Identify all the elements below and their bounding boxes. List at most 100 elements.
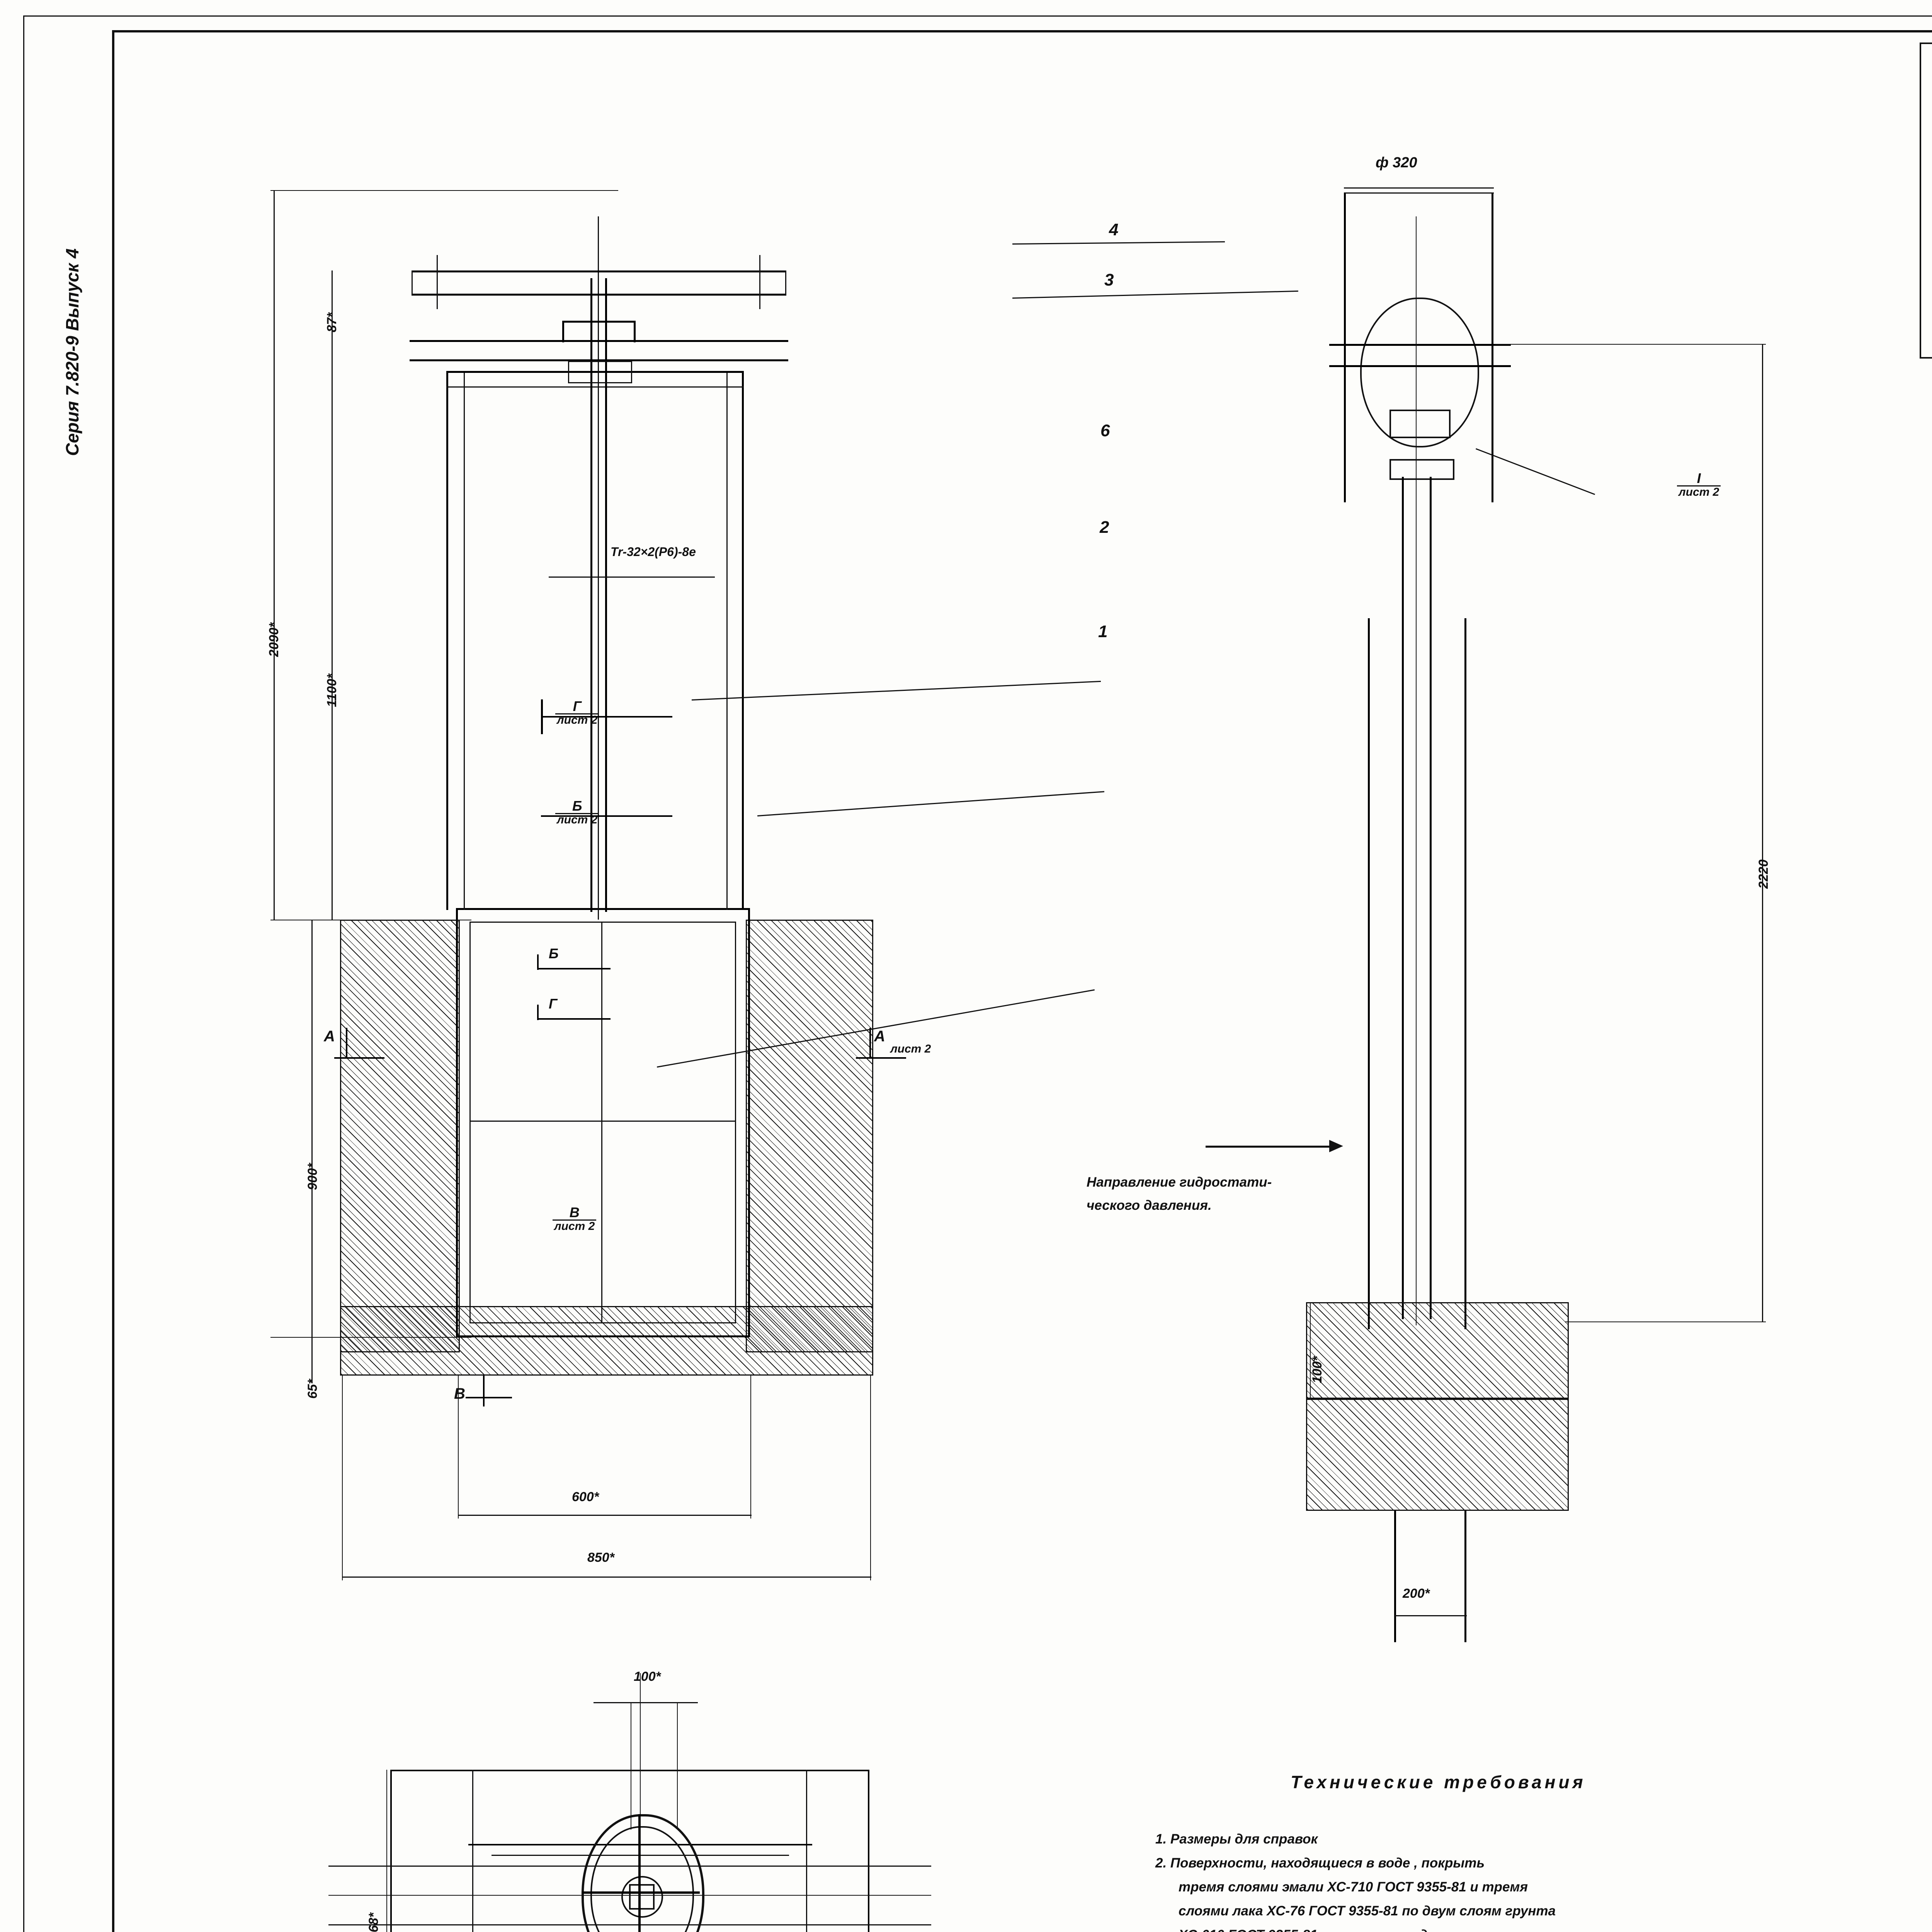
thread-note: Tr-32×2(P6)-8e	[611, 545, 696, 559]
concrete-floor	[340, 1306, 873, 1376]
balloon-6: 6	[1100, 421, 1110, 440]
section-mark-V: В лист 2	[553, 1206, 597, 1232]
balloon-1: 1	[1098, 622, 1108, 641]
dim-100p: 100*	[634, 1669, 661, 1684]
guide-post-right-outer	[742, 371, 744, 910]
dim-line-2220	[1762, 344, 1763, 1321]
pressure-note-line1: Направление гидростати-	[1087, 1175, 1272, 1190]
side-collar	[1389, 459, 1454, 480]
handwheel-hub-circle	[621, 1876, 663, 1918]
dim-line-320	[1344, 187, 1494, 189]
nut-block	[568, 361, 632, 383]
section-mark-G2: Г	[549, 996, 558, 1012]
screw-centerline	[598, 216, 599, 920]
dim-ext-2220-bot	[1565, 1321, 1766, 1322]
gate-inner-left	[469, 922, 471, 1323]
gate-inner-top	[469, 922, 736, 923]
section-arrow-B1	[541, 815, 672, 817]
detail-mark-I: I лист 2	[1677, 471, 1721, 498]
dim-850: 850*	[587, 1550, 614, 1565]
dim-900: 900*	[305, 1163, 320, 1190]
guide-post-right-inner	[726, 371, 728, 910]
dim-ext-600-r	[750, 1376, 751, 1519]
balloon-3: 3	[1104, 270, 1114, 289]
handwheel-end-right	[785, 270, 786, 294]
dim-2220: 2220	[1756, 859, 1771, 889]
tech-req-line: ХС-010 ГОСТ 9355-81, а остальные двумя с…	[1155, 1927, 1932, 1932]
handwheel-hub-bottom	[1329, 365, 1511, 367]
frame-right	[748, 908, 750, 1337]
pressure-arrow-shaft	[1206, 1146, 1333, 1148]
plan-opening-right	[806, 1770, 807, 1932]
tech-req-line: слоями лака ХС-76 ГОСТ 9355-81 по двум с…	[1179, 1903, 1556, 1918]
section-mark-B1: Б лист 2	[555, 799, 599, 826]
section-mark-A-sub: лист 2	[890, 1043, 931, 1055]
dim-line-850	[342, 1577, 871, 1578]
dim-ext-2220-top	[1495, 344, 1766, 345]
gate-inner-right	[735, 922, 736, 1323]
section-mark-A-left: A	[324, 1028, 335, 1045]
section-tick-A-left	[346, 1028, 347, 1059]
side-channel-right	[1464, 1511, 1466, 1642]
dim-ext-bottom	[270, 1337, 471, 1338]
section-arrow-V-bottom	[466, 1397, 512, 1398]
dim-ext-850-l	[342, 1376, 343, 1580]
section-tick-G2	[537, 1005, 539, 1020]
dim-100r: 100*	[1310, 1356, 1325, 1383]
dim-65: 65*	[305, 1379, 320, 1399]
bearing-left	[562, 321, 564, 342]
side-concrete-upper	[1306, 1302, 1569, 1399]
handwheel-end-left	[412, 270, 413, 294]
side-centerline	[1416, 216, 1417, 1325]
drawing-number-box: ТМ 150.00.00.00 СБ	[1920, 43, 1932, 359]
section-arrow-G2	[537, 1018, 611, 1020]
dim-1100: 1100*	[325, 673, 339, 707]
guide-frame-top2	[446, 386, 744, 388]
side-channel-left	[1394, 1511, 1396, 1642]
frame-bottom	[456, 1335, 750, 1337]
side-col-top	[1344, 192, 1494, 194]
pressure-note-line2: ческого давления.	[1087, 1198, 1212, 1213]
plan-outer-left	[390, 1770, 392, 1932]
thread-leader	[549, 577, 715, 578]
handwheel-spoke-h	[582, 1891, 700, 1894]
dim-line-200	[1395, 1615, 1467, 1616]
bearing-top	[562, 321, 636, 323]
dim-line-168p	[386, 1770, 387, 1932]
dim-ext-100p-r	[677, 1702, 678, 1830]
section-arrow-G1	[541, 716, 672, 718]
headstock-plate-bottom	[410, 359, 788, 361]
outer-frame	[23, 15, 1932, 1932]
dim-168p: 168*	[366, 1913, 381, 1932]
dim-line-100r	[1310, 1302, 1311, 1399]
section-mark-V-bottom: В	[454, 1385, 465, 1402]
section-mark-A-right: A	[874, 1028, 885, 1045]
dim-87: 87*	[325, 312, 339, 332]
dim-200: 200*	[1403, 1586, 1430, 1601]
dim-line-87	[332, 270, 333, 342]
section-arrow-B2	[537, 968, 611, 969]
section-tick-A-right	[869, 1028, 871, 1059]
side-concrete-lower	[1306, 1399, 1569, 1511]
tech-req-line: 2. Поверхности, находящиеся в воде , пок…	[1155, 1855, 1485, 1871]
handwheel-bar-top	[412, 270, 786, 272]
screw-stem-right	[605, 278, 607, 912]
dim-ext-600-l	[458, 1376, 459, 1519]
handwheel-spoke-v	[638, 1814, 641, 1932]
series-caption: Серия 7.820-9 Выпуск 4	[62, 248, 82, 456]
concrete-wall-right	[746, 920, 873, 1352]
plan-centerline-v	[640, 1673, 641, 1932]
tech-req-line: тремя слоями эмали ХС-710 ГОСТ 9355-81 и…	[1179, 1879, 1528, 1895]
balloon-2: 2	[1100, 518, 1109, 537]
balloon-4: 4	[1109, 220, 1119, 239]
section-tick-V-bottom	[483, 1376, 485, 1406]
handwheel-nut-plan	[629, 1884, 655, 1910]
plan-outer-right	[868, 1770, 869, 1932]
bearing-housing	[1360, 298, 1479, 447]
dim-line-100p	[594, 1702, 698, 1703]
pressure-arrow-head	[1329, 1140, 1343, 1152]
side-stem-right	[1430, 477, 1432, 1319]
gate-inner-bottom	[469, 1322, 736, 1323]
